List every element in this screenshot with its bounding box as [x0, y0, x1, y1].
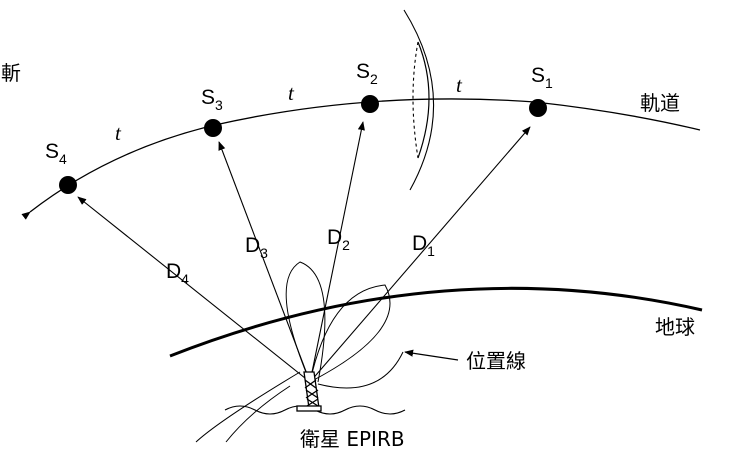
position-line-label: 位置線: [466, 349, 526, 373]
range-vector-d1: [309, 126, 531, 383]
interval-label-s1-s2: t: [456, 73, 463, 97]
satellite-label-s3: S3: [201, 86, 223, 113]
beacon-label: 衛星 EPIRB: [300, 427, 405, 449]
interval-label-s3-s4: t: [115, 121, 122, 145]
distance-label-d1: D1: [412, 232, 435, 259]
satellite-s2: [361, 95, 379, 113]
satellite-s1: [529, 99, 547, 117]
earth-label: 地球: [655, 315, 695, 339]
position-lines: [195, 261, 404, 443]
range-vector-d4: [77, 196, 311, 383]
satellite-label-s2: S2: [356, 60, 378, 87]
range-vectors: [77, 121, 531, 383]
edge-fragment-label: 斬: [1, 61, 21, 85]
satellite-s3: [204, 119, 222, 137]
range-vector-d2: [309, 121, 365, 383]
interval-label-s2-s3: t: [288, 81, 295, 105]
epirb-beacon-icon: [296, 371, 322, 412]
satellite-label-s1: S1: [531, 64, 553, 91]
position-line-pointer: [404, 349, 459, 361]
satellite-s4: [59, 176, 77, 194]
orbit-label: 軌道: [640, 91, 680, 115]
distance-label-d3: D3: [245, 234, 268, 261]
satellite-label-s4: S4: [45, 140, 67, 167]
distance-label-d4: D4: [166, 260, 189, 287]
cone-ellipse: [403, 9, 435, 191]
distance-label-d2: D2: [327, 226, 350, 253]
orbit-path: [21, 98, 701, 220]
earth-surface: [169, 286, 703, 358]
